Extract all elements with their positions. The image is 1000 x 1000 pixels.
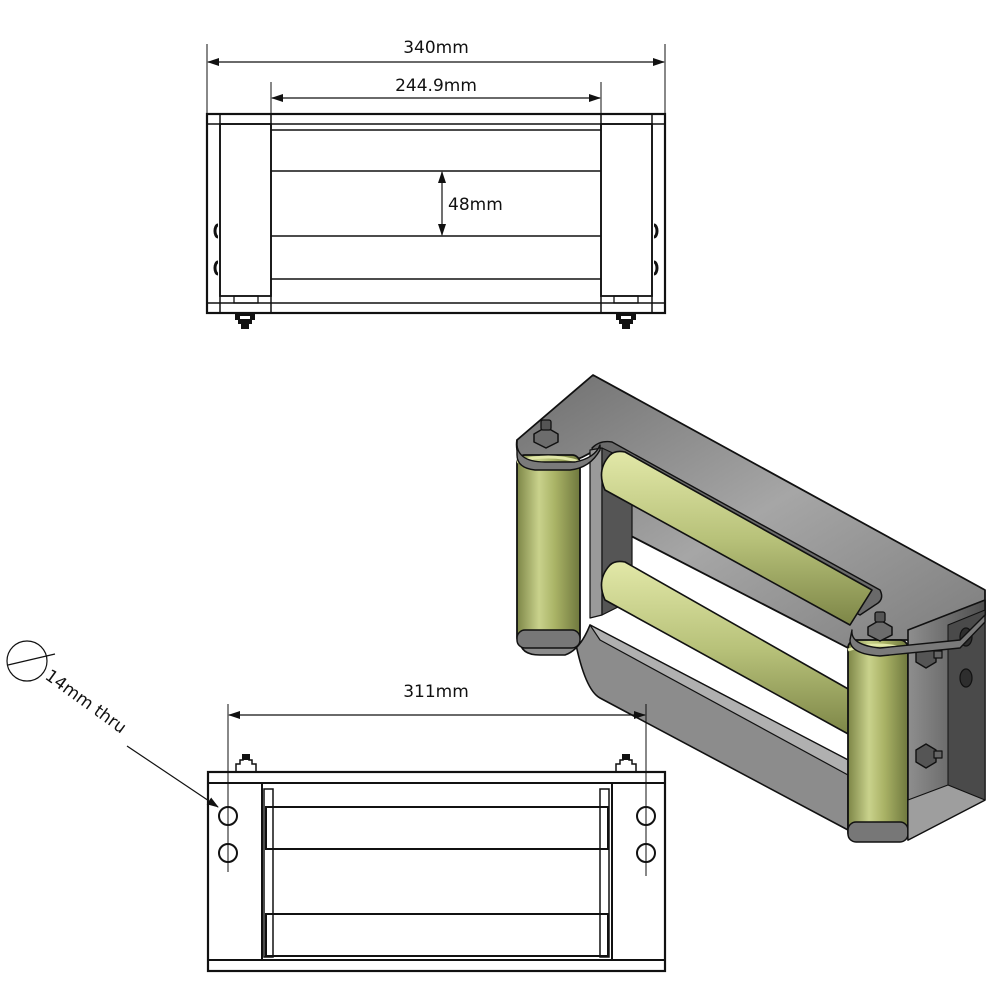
- dim-311-label: 311mm: [403, 682, 469, 702]
- isometric-view: [515, 374, 986, 843]
- nut-icon: [233, 295, 259, 329]
- dimension-hole-spacing: 311mm: [227, 682, 647, 876]
- diameter-symbol-icon: [6, 640, 48, 682]
- nut-icon: [615, 754, 637, 773]
- dimension-roller-gap: 48mm: [438, 171, 503, 236]
- dim-340-label: 340mm: [403, 38, 469, 58]
- nut-icon: [867, 611, 893, 642]
- dim-48-label: 48mm: [448, 195, 503, 215]
- hole-callout: 14mm thru: [6, 640, 219, 808]
- dimension-inner-width: 244.9mm: [270, 76, 602, 115]
- dimension-overall-width: 340mm: [206, 38, 666, 115]
- bolt-icon: [915, 743, 943, 769]
- top-view: 340mm 244.9mm 48mm: [205, 38, 667, 329]
- front-view: 14mm thru 311mm: [6, 640, 667, 973]
- hole-note-label: 14mm thru: [41, 666, 130, 738]
- nut-icon: [533, 419, 559, 449]
- dim-244-label: 244.9mm: [395, 76, 477, 96]
- nut-icon: [235, 754, 257, 773]
- nut-icon: [613, 295, 639, 329]
